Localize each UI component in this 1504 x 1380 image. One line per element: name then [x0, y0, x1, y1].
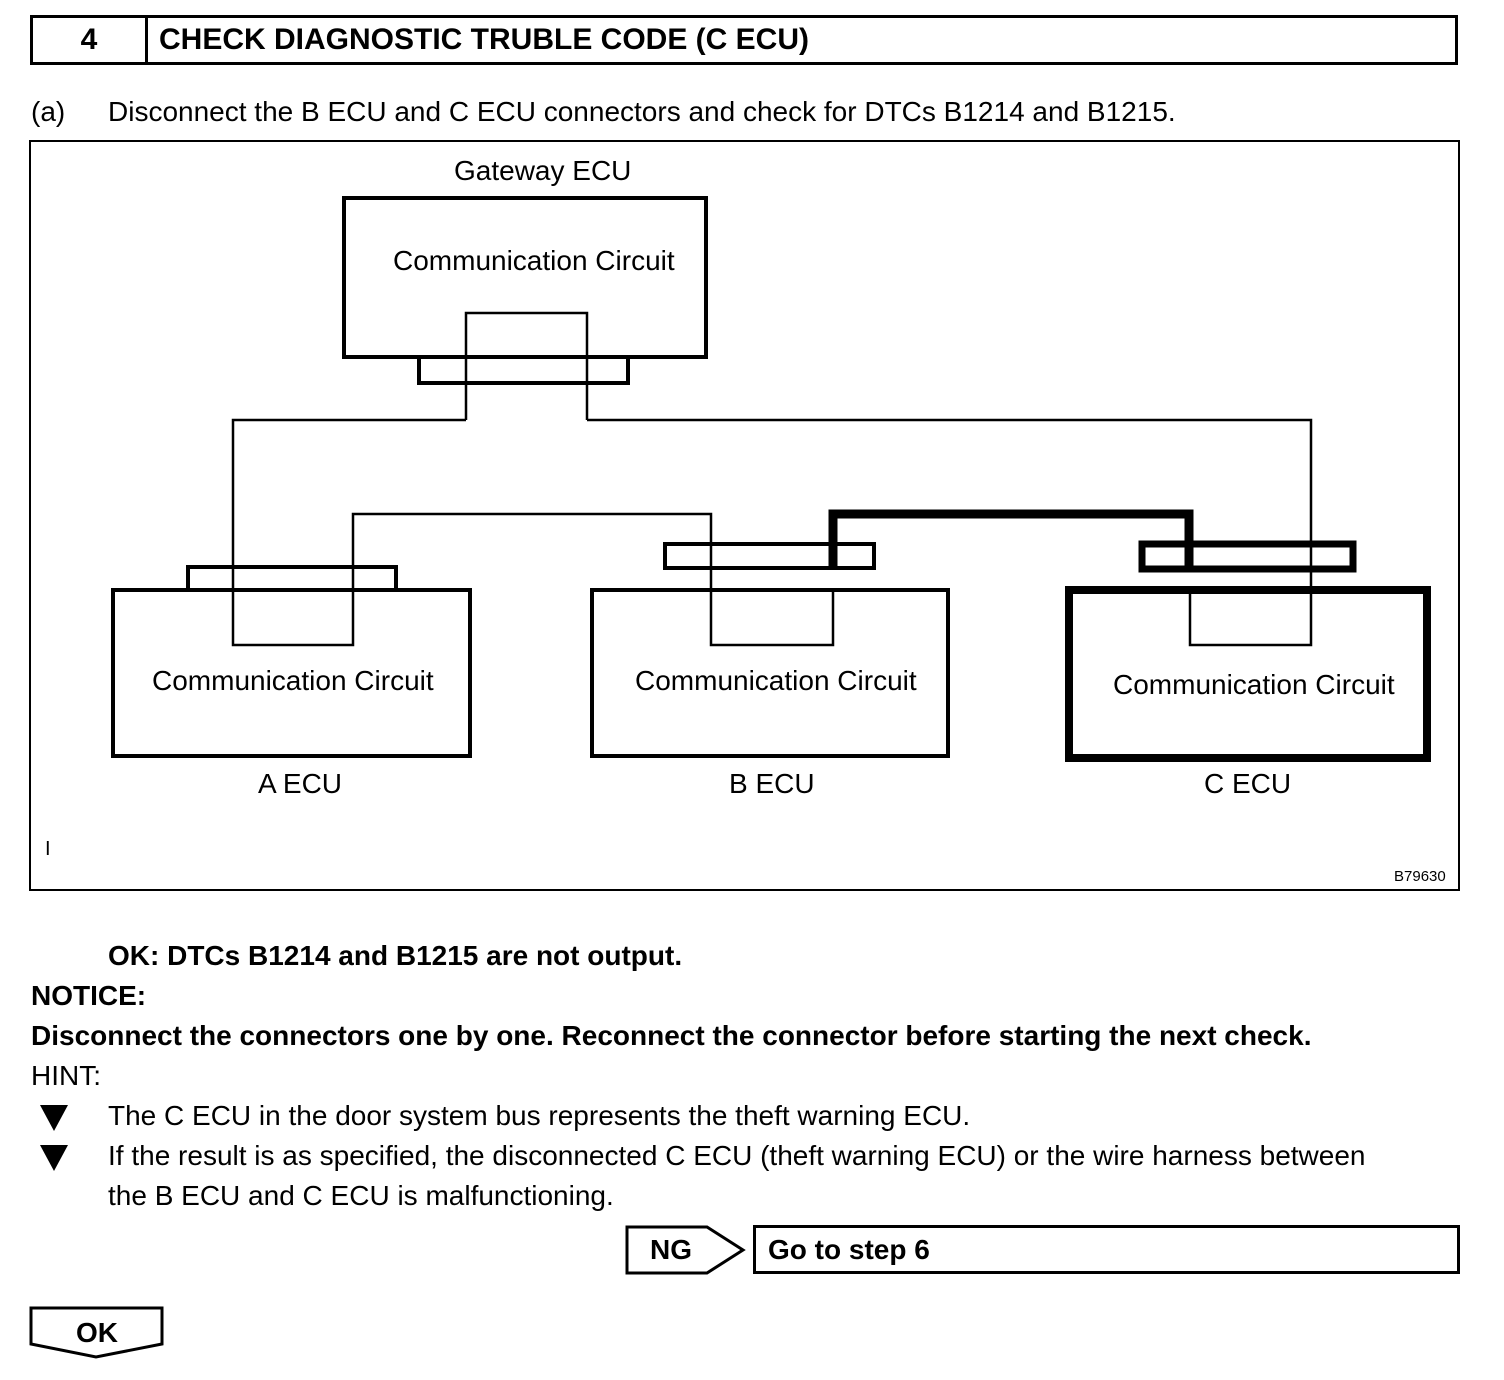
- ok-condition: OK: DTCs B1214 and B1215 are not output.: [108, 940, 683, 971]
- step-header: 4 CHECK DIAGNOSTIC TRUBLE CODE (C ECU): [30, 15, 1458, 65]
- step-number: 4: [33, 18, 148, 62]
- wiring-diagram: Gateway ECU Communication Circuit Commun…: [29, 140, 1460, 891]
- b-ecu-label: B ECU: [729, 768, 815, 799]
- go-to-step-box: Go to step 6: [753, 1225, 1460, 1274]
- b-ecu-box: [590, 588, 950, 758]
- ng-label: NG: [650, 1234, 692, 1265]
- gateway-circuit-label: Communication Circuit: [393, 245, 675, 276]
- notice-text: Disconnect the connectors one by one. Re…: [31, 1020, 1312, 1051]
- a-ecu-label: A ECU: [258, 768, 343, 799]
- b-ecu-connector: [663, 542, 876, 570]
- wire-gateway-to-c: [587, 418, 1313, 647]
- hint-item-2-line-2: the B ECU and C ECU is malfunctioning.: [108, 1180, 614, 1211]
- ok-label: OK: [76, 1317, 118, 1348]
- wiring-diagram-drawing: [111, 196, 1431, 762]
- go-to-step-text: Go to step 6: [768, 1234, 930, 1265]
- notice-heading: NOTICE:: [31, 980, 147, 1011]
- ng-arrow-box: [625, 1225, 746, 1275]
- ok-arrow-box: [29, 1306, 164, 1359]
- b-ecu-circuit-label: Communication Circuit: [635, 665, 917, 696]
- c-ecu-label: C ECU: [1204, 768, 1292, 799]
- triangle-down-bullet-icon: [40, 1145, 68, 1171]
- instruction-label: (a): [31, 96, 66, 127]
- hint-heading: HINT:: [31, 1060, 101, 1091]
- instruction-text: Disconnect the B ECU and C ECU connector…: [108, 96, 1176, 127]
- gateway-ecu-label: Gateway ECU: [454, 155, 632, 186]
- figure-code: B79630: [1394, 868, 1446, 885]
- c-ecu-box: [1065, 586, 1431, 762]
- hint-item-1: The C ECU in the door system bus represe…: [108, 1100, 971, 1131]
- hint-item-2-line-1: If the result is as specified, the disco…: [108, 1140, 1366, 1171]
- wire-gateway-to-a: [231, 418, 835, 647]
- a-ecu-connector: [186, 565, 398, 592]
- step-title: CHECK DIAGNOSTIC TRUBLE CODE (C ECU): [159, 23, 809, 56]
- a-ecu-circuit-label: Communication Circuit: [152, 665, 434, 696]
- corner-mark: I: [45, 838, 51, 860]
- triangle-down-bullet-icon: [40, 1105, 68, 1131]
- wire-b-to-c-harness: [828, 509, 1194, 570]
- gateway-internal-wire: [464, 311, 589, 420]
- c-ecu-circuit-label: Communication Circuit: [1113, 669, 1395, 700]
- c-ecu-connector: [1138, 540, 1357, 573]
- gateway-connector: [417, 355, 630, 385]
